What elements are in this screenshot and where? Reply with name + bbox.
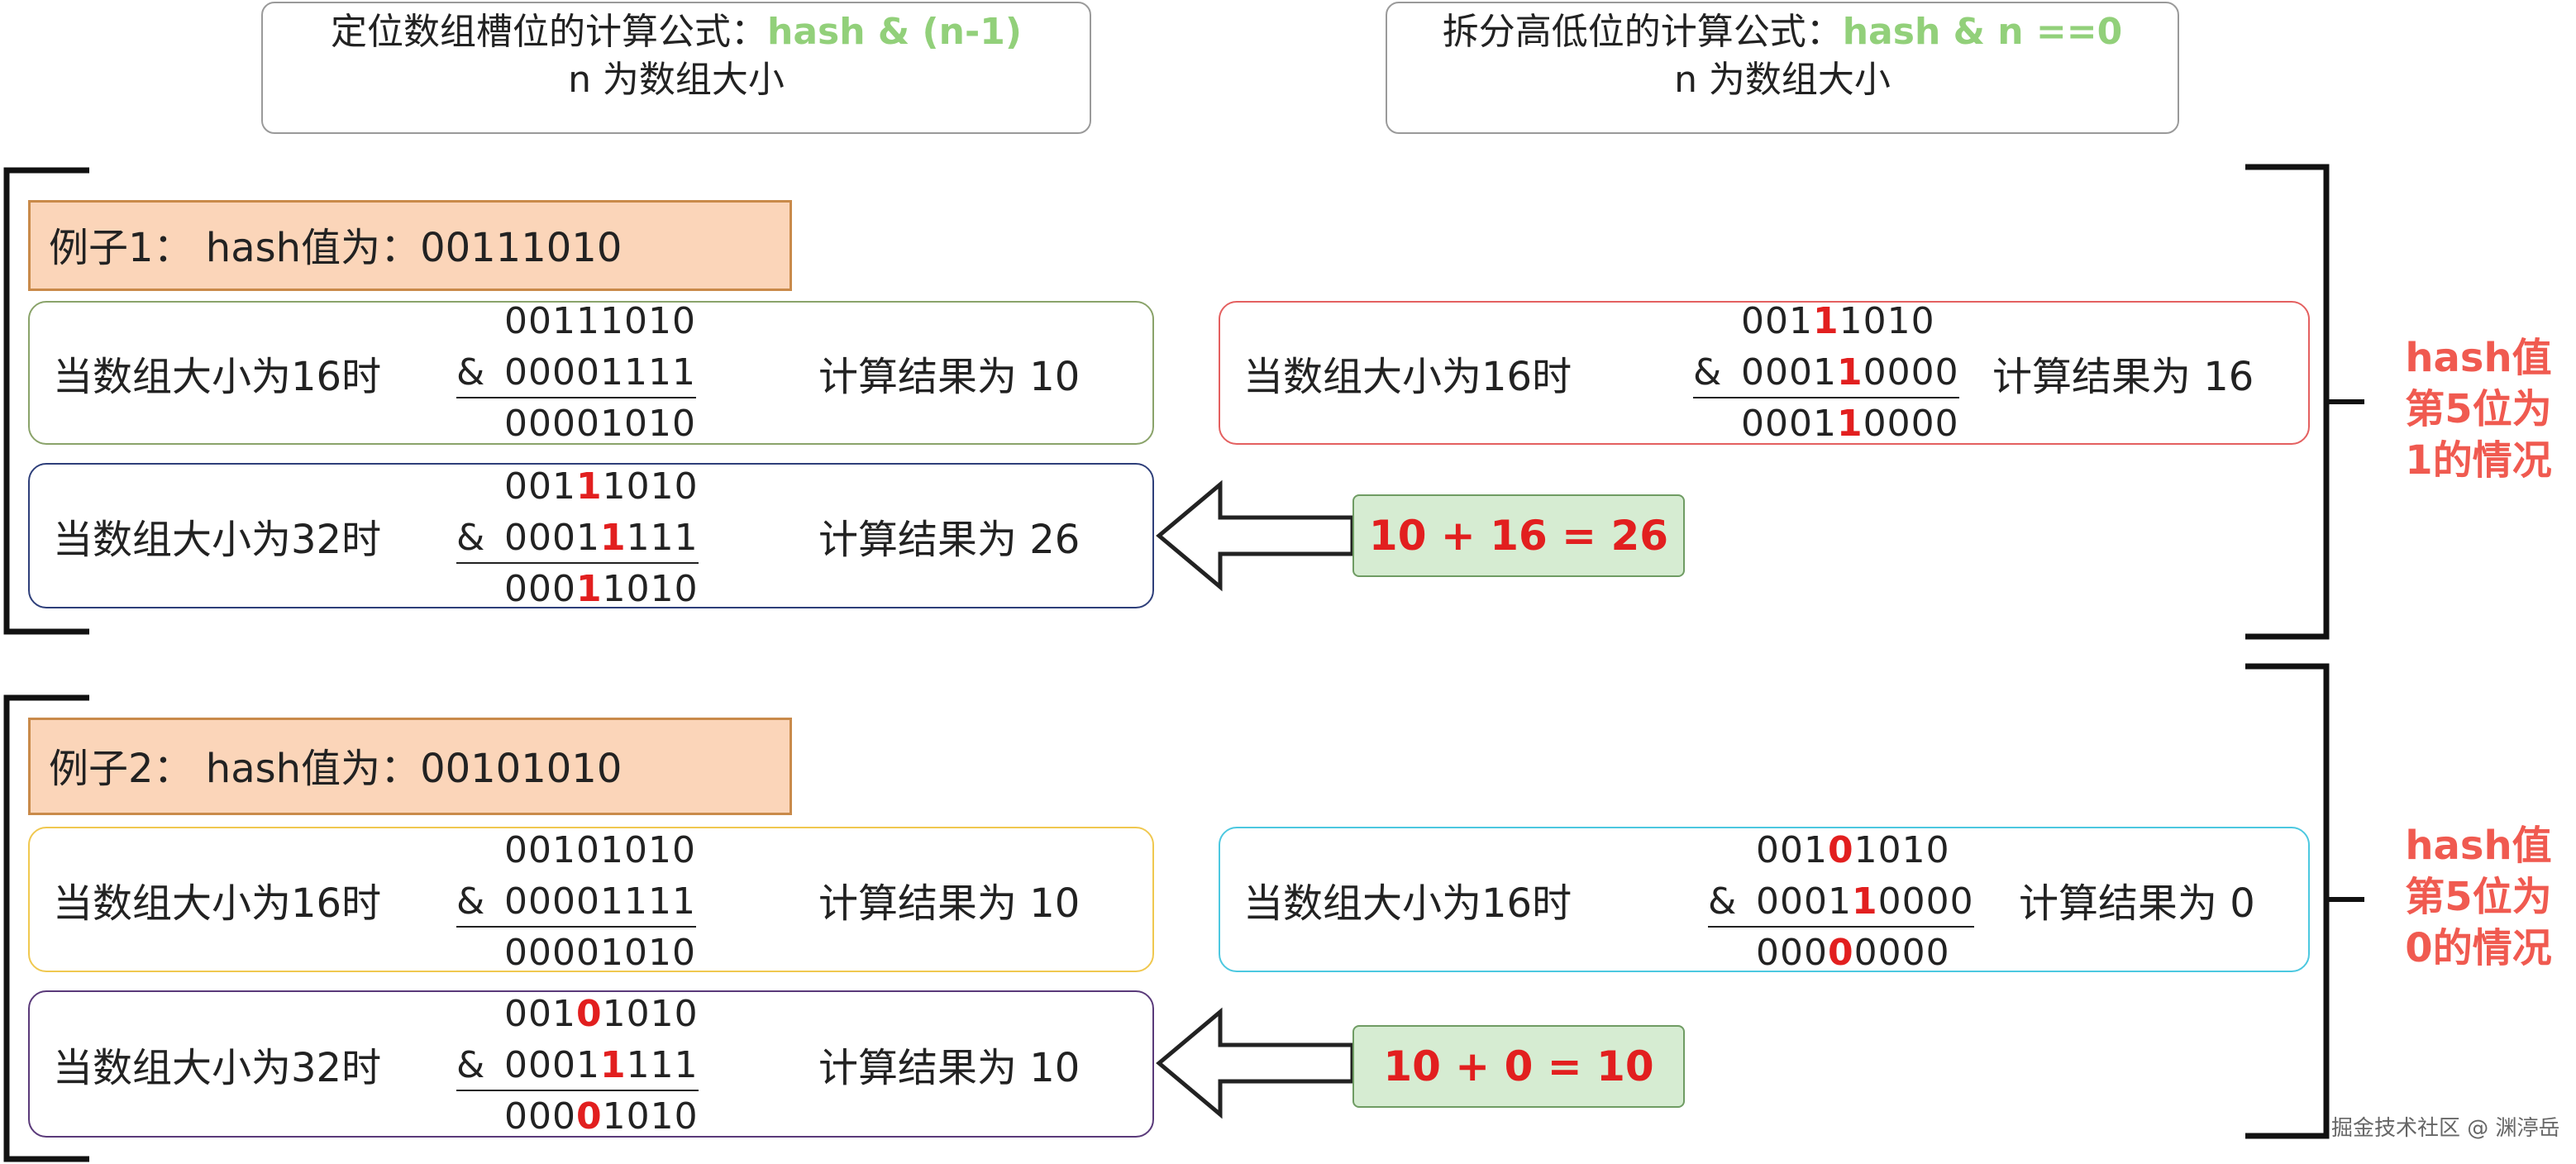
mask-bits: &000110000 — [1693, 351, 1959, 394]
result-bits: 00001010 — [504, 1095, 699, 1138]
example-2-split-row: 当数组大小为16时 00101010 &000110000 00000000 计… — [1219, 827, 2310, 974]
array-size-label: 当数组大小为16时 — [1243, 880, 1572, 927]
calc-result: 计算结果为 16 — [1992, 354, 2254, 400]
hash-bits: 00111010 — [1741, 300, 1935, 342]
side-label-example-2: hash值 第5位为 0的情况 — [2405, 823, 2552, 971]
sum-box-example-1: 10 + 16 = 26 — [1352, 494, 1685, 577]
watermark: 掘金技术社区 @ 渊渟岳 — [2331, 1116, 2560, 1141]
formula-box-split: 拆分高低位的计算公式：hash & n ==0 n 为数组大小 — [1386, 2, 2179, 134]
sum-rule — [1693, 397, 1959, 398]
result-bits: 00001010 — [504, 403, 696, 445]
binary-calculation: 00101010 &000110000 00000000 — [1708, 825, 1974, 979]
hash-bits: 00101010 — [1756, 829, 1950, 871]
arrow-example-1 — [1156, 479, 1355, 592]
example-2-row-32: 当数组大小为32时 00101010 &00011111 00001010 计算… — [28, 990, 1154, 1138]
mask-bits: &00011111 — [456, 517, 699, 559]
result-bits: 00011010 — [504, 568, 699, 610]
side-label-example-1: hash值 第5位为 1的情况 — [2405, 335, 2552, 484]
array-size-label: 当数组大小为16时 — [53, 354, 382, 400]
binary-calculation: 00101010 &00011111 00001010 — [456, 989, 699, 1143]
example-1-row-16: 当数组大小为16时 00111010 &00001111 00001010 计算… — [28, 300, 1154, 445]
hash-bits: 00111010 — [504, 300, 696, 342]
left-bracket-example-1 — [3, 167, 89, 635]
left-bracket-example-2 — [3, 694, 89, 1162]
mask-bits: &000110000 — [1708, 880, 1974, 923]
result-bits: 000110000 — [1741, 403, 1959, 445]
array-size-label: 当数组大小为32时 — [53, 517, 382, 563]
array-size-label: 当数组大小为32时 — [53, 1045, 382, 1091]
result-bits: 00001010 — [504, 932, 696, 974]
binary-calculation: 00111010 &000110000 000110000 — [1693, 296, 1959, 450]
example-1-title: 例子1： hash值为：00111010 — [28, 200, 792, 291]
result-bits: 00000000 — [1756, 932, 1950, 974]
example-1-row-32: 当数组大小为32时 00111010 &00011111 00011010 计算… — [28, 463, 1154, 610]
binary-calculation: 00111010 &00011111 00011010 — [456, 461, 699, 615]
formula-slot-prefix: 定位数组槽位的计算公式： — [331, 11, 768, 53]
array-size-label: 当数组大小为16时 — [53, 880, 382, 927]
sum-rule — [456, 562, 699, 564]
hash-bits: 00101010 — [504, 993, 699, 1035]
formula-split-prefix: 拆分高低位的计算公式： — [1442, 11, 1843, 53]
array-size-label: 当数组大小为16时 — [1243, 354, 1572, 400]
sum-box-example-2: 10 + 0 = 10 — [1352, 1025, 1685, 1108]
binary-calculation: 00101010 &00001111 00001010 — [456, 825, 696, 979]
formula-box-slot: 定位数组槽位的计算公式：hash & (n-1) n 为数组大小 — [261, 2, 1091, 134]
binary-calculation: 00111010 &00001111 00001010 — [456, 296, 696, 450]
example-1-split-row: 当数组大小为16时 00111010 &000110000 000110000 … — [1219, 300, 2310, 445]
calc-result: 计算结果为 0 — [2019, 880, 2255, 927]
sum-rule — [1708, 926, 1974, 928]
example-2-title: 例子2： hash值为：00101010 — [28, 718, 792, 815]
formula-split-expression: hash & n ==0 — [1842, 11, 2123, 53]
sum-rule — [456, 397, 696, 398]
hash-bits: 00111010 — [504, 465, 699, 508]
mask-bits: &00001111 — [456, 880, 696, 923]
formula-slot-note: n 为数组大小 — [568, 59, 785, 101]
mask-bits: &00011111 — [456, 1044, 699, 1086]
arrow-example-2 — [1156, 1007, 1355, 1119]
formula-split-note: n 为数组大小 — [1674, 59, 1891, 101]
sum-rule — [456, 926, 696, 928]
calc-result: 计算结果为 10 — [818, 354, 1080, 400]
calc-result: 计算结果为 26 — [818, 517, 1080, 563]
calc-result: 计算结果为 10 — [818, 880, 1080, 927]
mask-bits: &00001111 — [456, 351, 696, 394]
calc-result: 计算结果为 10 — [818, 1045, 1080, 1091]
example-2-row-16: 当数组大小为16时 00101010 &00001111 00001010 计算… — [28, 827, 1154, 974]
hash-bits: 00101010 — [504, 829, 696, 871]
formula-slot-expression: hash & (n-1) — [767, 11, 1022, 53]
sum-rule — [456, 1090, 699, 1091]
